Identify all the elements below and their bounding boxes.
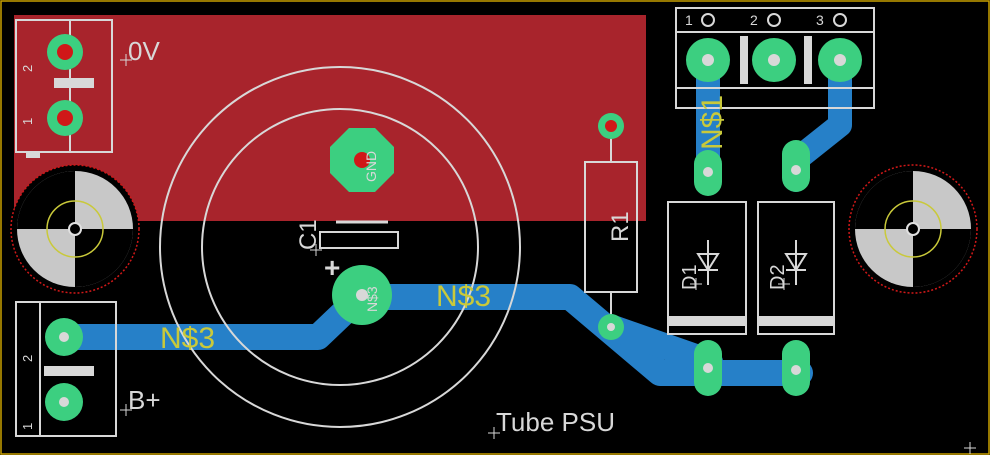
connector-0v-pin-2-label: 2 xyxy=(20,65,35,72)
connector-bplus-outline xyxy=(15,301,117,437)
transformer-pin-3-label: 3 xyxy=(816,12,824,28)
transformer-pin-2-label: 2 xyxy=(750,12,758,28)
transformer-pin-1-label: 1 xyxy=(685,12,693,28)
resistor-r1-label: R1 xyxy=(607,211,634,242)
capacitor-c1: GND N$3 C1 + xyxy=(295,128,394,325)
c1-polarity-plus: + xyxy=(324,252,340,283)
c1-outline-inner xyxy=(201,108,479,386)
connector-0v-pin-1-label: 1 xyxy=(20,118,35,125)
diode-d1-symbol xyxy=(696,253,720,272)
c1-gnd-land xyxy=(328,206,394,220)
ns3-r1-branch-trace xyxy=(597,314,723,375)
r1-gnd-trace xyxy=(608,130,618,165)
connector-bplus-pad-1-drill xyxy=(59,332,69,342)
ns3-main-trace xyxy=(51,284,813,386)
connector-0v-key xyxy=(26,152,40,158)
connector-bplus-pin-1-label: 1 xyxy=(20,423,35,430)
c1-pad-positive-tag: N$3 xyxy=(364,286,380,312)
net-label-ns1: N$1 xyxy=(696,95,729,150)
connector-0v: 2 1 xyxy=(15,19,113,158)
board-title: Tube PSU xyxy=(496,407,615,437)
ns3-traces xyxy=(51,284,813,386)
net-label-ns3-middle: N$3 xyxy=(436,280,491,313)
diode-d2-body xyxy=(757,201,835,335)
diode-d2-label: D2 xyxy=(767,264,789,290)
diode-d1-body xyxy=(667,201,747,335)
c1-label: C1 xyxy=(295,219,322,250)
connector-0v-divider xyxy=(54,78,94,88)
origin-markers xyxy=(120,54,976,454)
connector-bplus-pin-2-label: 2 xyxy=(20,355,35,362)
label-0v: 0V xyxy=(128,36,160,66)
connector-0v-outline xyxy=(15,19,113,153)
resistor-r1-body xyxy=(584,161,638,293)
mounting-hole-right xyxy=(848,164,978,294)
diode-d1-label: D1 xyxy=(679,264,701,290)
connector-0v-pad-1-drill xyxy=(57,44,73,60)
c1-outline-outer xyxy=(159,66,521,428)
diode-d2-symbol xyxy=(784,253,808,272)
label-bplus: B+ xyxy=(128,385,161,415)
connector-transformer: 1 2 3 xyxy=(675,7,875,109)
mounting-hole-left xyxy=(10,164,140,294)
diode-d1: D1 xyxy=(667,150,747,396)
c1-pad-gnd-tag: GND xyxy=(363,151,379,182)
net-label-ns3-left: N$3 xyxy=(160,322,215,355)
diode-d2-cathode-band xyxy=(758,316,834,326)
connector-bplus: 2 1 xyxy=(15,301,117,437)
connector-bplus-divider xyxy=(44,366,94,376)
connector-0v-pad-2-drill xyxy=(57,110,73,126)
connector-bplus-pad-2-drill xyxy=(59,397,69,407)
resistor-r1: R1 xyxy=(584,113,638,340)
c1-body-symbol xyxy=(319,231,399,249)
connector-transformer-outline xyxy=(675,7,875,109)
diode-d1-cathode-band xyxy=(668,316,746,326)
